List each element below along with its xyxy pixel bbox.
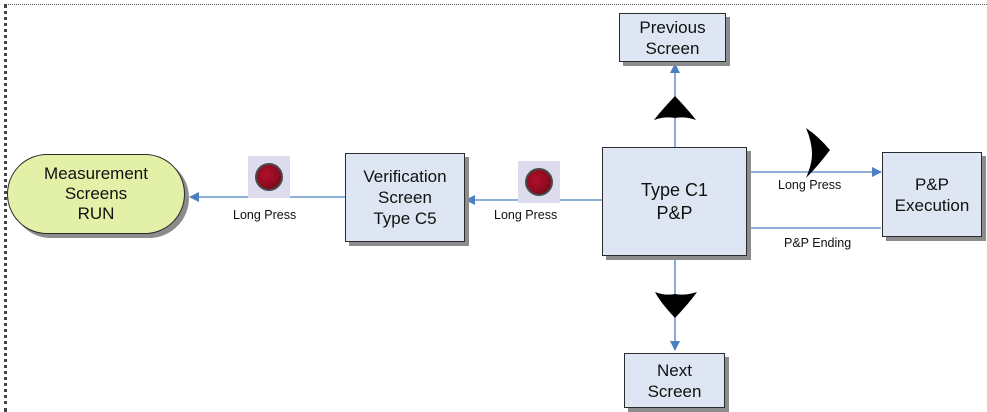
long-press-label-measurement: Long Press <box>233 208 297 222</box>
previous-screen-node: Previous Screen <box>619 13 726 62</box>
next-screen-node: Next Screen <box>624 353 725 408</box>
frame-top-border <box>4 4 987 5</box>
long-press-label-verification: Long Press <box>494 208 558 222</box>
measurement-screens-node: Measurement Screens RUN <box>7 154 185 234</box>
red-button-icon <box>248 156 290 198</box>
red-button-icon <box>518 161 560 203</box>
right-arrow-key-icon <box>806 128 830 178</box>
long-press-label-execution: Long Press <box>778 178 842 192</box>
up-arrow-key-icon <box>654 96 696 120</box>
red-button-dot <box>255 163 283 191</box>
pp-execution-node: P&P Execution <box>882 152 982 237</box>
frame-left-border <box>4 4 7 412</box>
verification-screen-node: Verification Screen Type C5 <box>345 153 465 242</box>
type-c1-node: Type C1 P&P <box>602 147 747 256</box>
red-button-dot <box>525 168 553 196</box>
pp-ending-label: P&P Ending <box>784 236 852 250</box>
down-arrow-key-icon <box>655 292 697 318</box>
